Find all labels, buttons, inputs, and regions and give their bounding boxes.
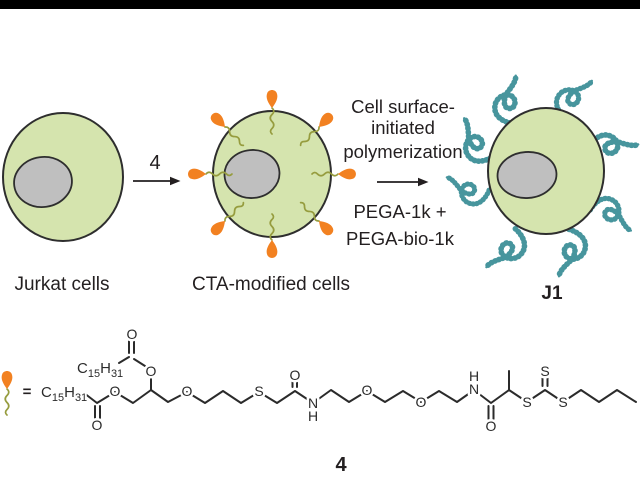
olive-squiggle-icon	[4, 388, 10, 416]
top-letterbox-bar	[0, 0, 640, 9]
atom-label: S	[540, 363, 549, 379]
atom-label: O	[127, 326, 138, 342]
atom-label: N	[469, 381, 479, 397]
atom-label: N	[308, 395, 318, 411]
cell-nucleus	[496, 151, 558, 199]
orange-teardrop-icon	[1, 371, 13, 389]
step1-reagent-label: 4	[149, 152, 160, 174]
lipid-tail-label: C15H31	[77, 360, 123, 380]
double-bond	[128, 339, 135, 354]
jurkat-cells-label: Jurkat cells	[14, 274, 109, 295]
atom-label: O	[92, 417, 103, 433]
cta-modified-cell	[188, 90, 356, 258]
cta-modified-cells-label: CTA-modified cells	[192, 274, 350, 295]
atom-label: S	[254, 383, 263, 399]
reaction-text-line3: polymerization	[343, 141, 462, 162]
double-bond	[541, 377, 549, 387]
teal-polymer-curl-icon	[555, 228, 588, 276]
reagent-line2: PEGA-bio-1k	[346, 228, 455, 249]
arrowhead-icon	[418, 177, 429, 187]
j1-label: J1	[541, 283, 563, 304]
legend-anchor	[1, 371, 13, 416]
bond	[118, 356, 130, 364]
atom-label: H	[469, 368, 479, 384]
bond	[133, 358, 146, 367]
atom-label: O	[486, 418, 497, 434]
lipid-tail-label: C15H31	[41, 384, 87, 404]
atom-label: S	[558, 394, 567, 410]
compound-4-structure: C15H31 C15H31 O O O O O S O N H O O N H …	[39, 324, 637, 437]
equals-sign: =	[23, 384, 32, 401]
atom-label: H	[308, 408, 318, 424]
double-bond	[94, 405, 101, 419]
atom-label: O	[182, 383, 193, 399]
reagent-line1: PEGA-1k +	[353, 201, 446, 222]
arrowhead-icon	[170, 176, 181, 186]
atom-label: O	[110, 383, 121, 399]
atom-label: O	[362, 382, 373, 398]
atom-label: O	[146, 363, 157, 379]
atom-label: O	[290, 367, 301, 383]
cell-nucleus	[223, 149, 281, 199]
jurkat-cell	[2, 112, 124, 242]
j1-cell	[447, 72, 638, 277]
reaction-text-line1: Cell surface-	[351, 96, 455, 117]
reaction-arrow-1	[133, 176, 181, 186]
reaction-arrow-2	[377, 177, 429, 187]
teal-polymer-curl-icon	[447, 177, 489, 204]
double-bond	[487, 405, 495, 420]
double-bond	[291, 380, 298, 388]
atom-label: O	[416, 394, 427, 410]
compound-number-label: 4	[335, 454, 347, 476]
teal-polymer-curl-icon	[486, 224, 529, 277]
atom-label: S	[522, 394, 531, 410]
reaction-text-line2: initiated	[371, 117, 435, 138]
cell-nucleus	[13, 156, 73, 208]
backbone-bonds	[83, 389, 637, 404]
